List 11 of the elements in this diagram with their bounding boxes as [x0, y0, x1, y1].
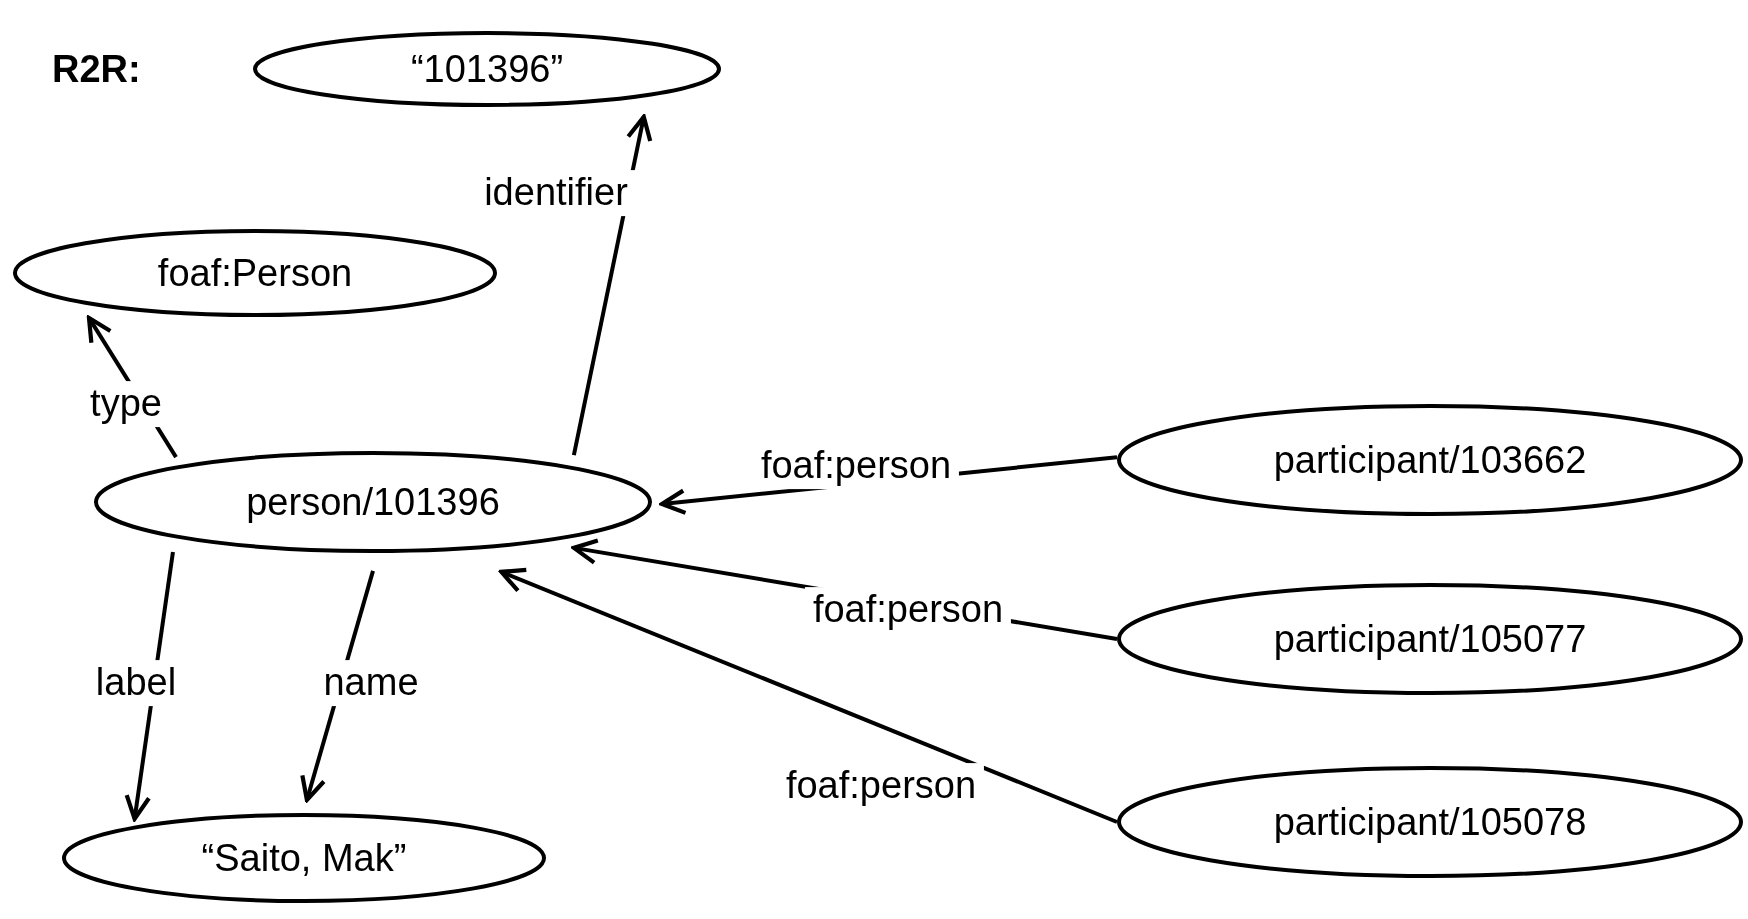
- node-label: foaf:Person: [157, 251, 353, 295]
- node-label: participant/105077: [1273, 617, 1587, 661]
- node-label: participant/105078: [1273, 800, 1587, 844]
- node-label: participant/103662: [1273, 438, 1587, 482]
- heading-label: R2R:: [52, 48, 141, 91]
- node-label: “101396”: [410, 47, 564, 91]
- arrow: [571, 114, 653, 456]
- edge-label: foaf:person: [804, 587, 1012, 633]
- node-label: person/101396: [246, 480, 500, 524]
- arrow: [499, 567, 1118, 824]
- node-label: “Saito, Mak”: [201, 836, 407, 880]
